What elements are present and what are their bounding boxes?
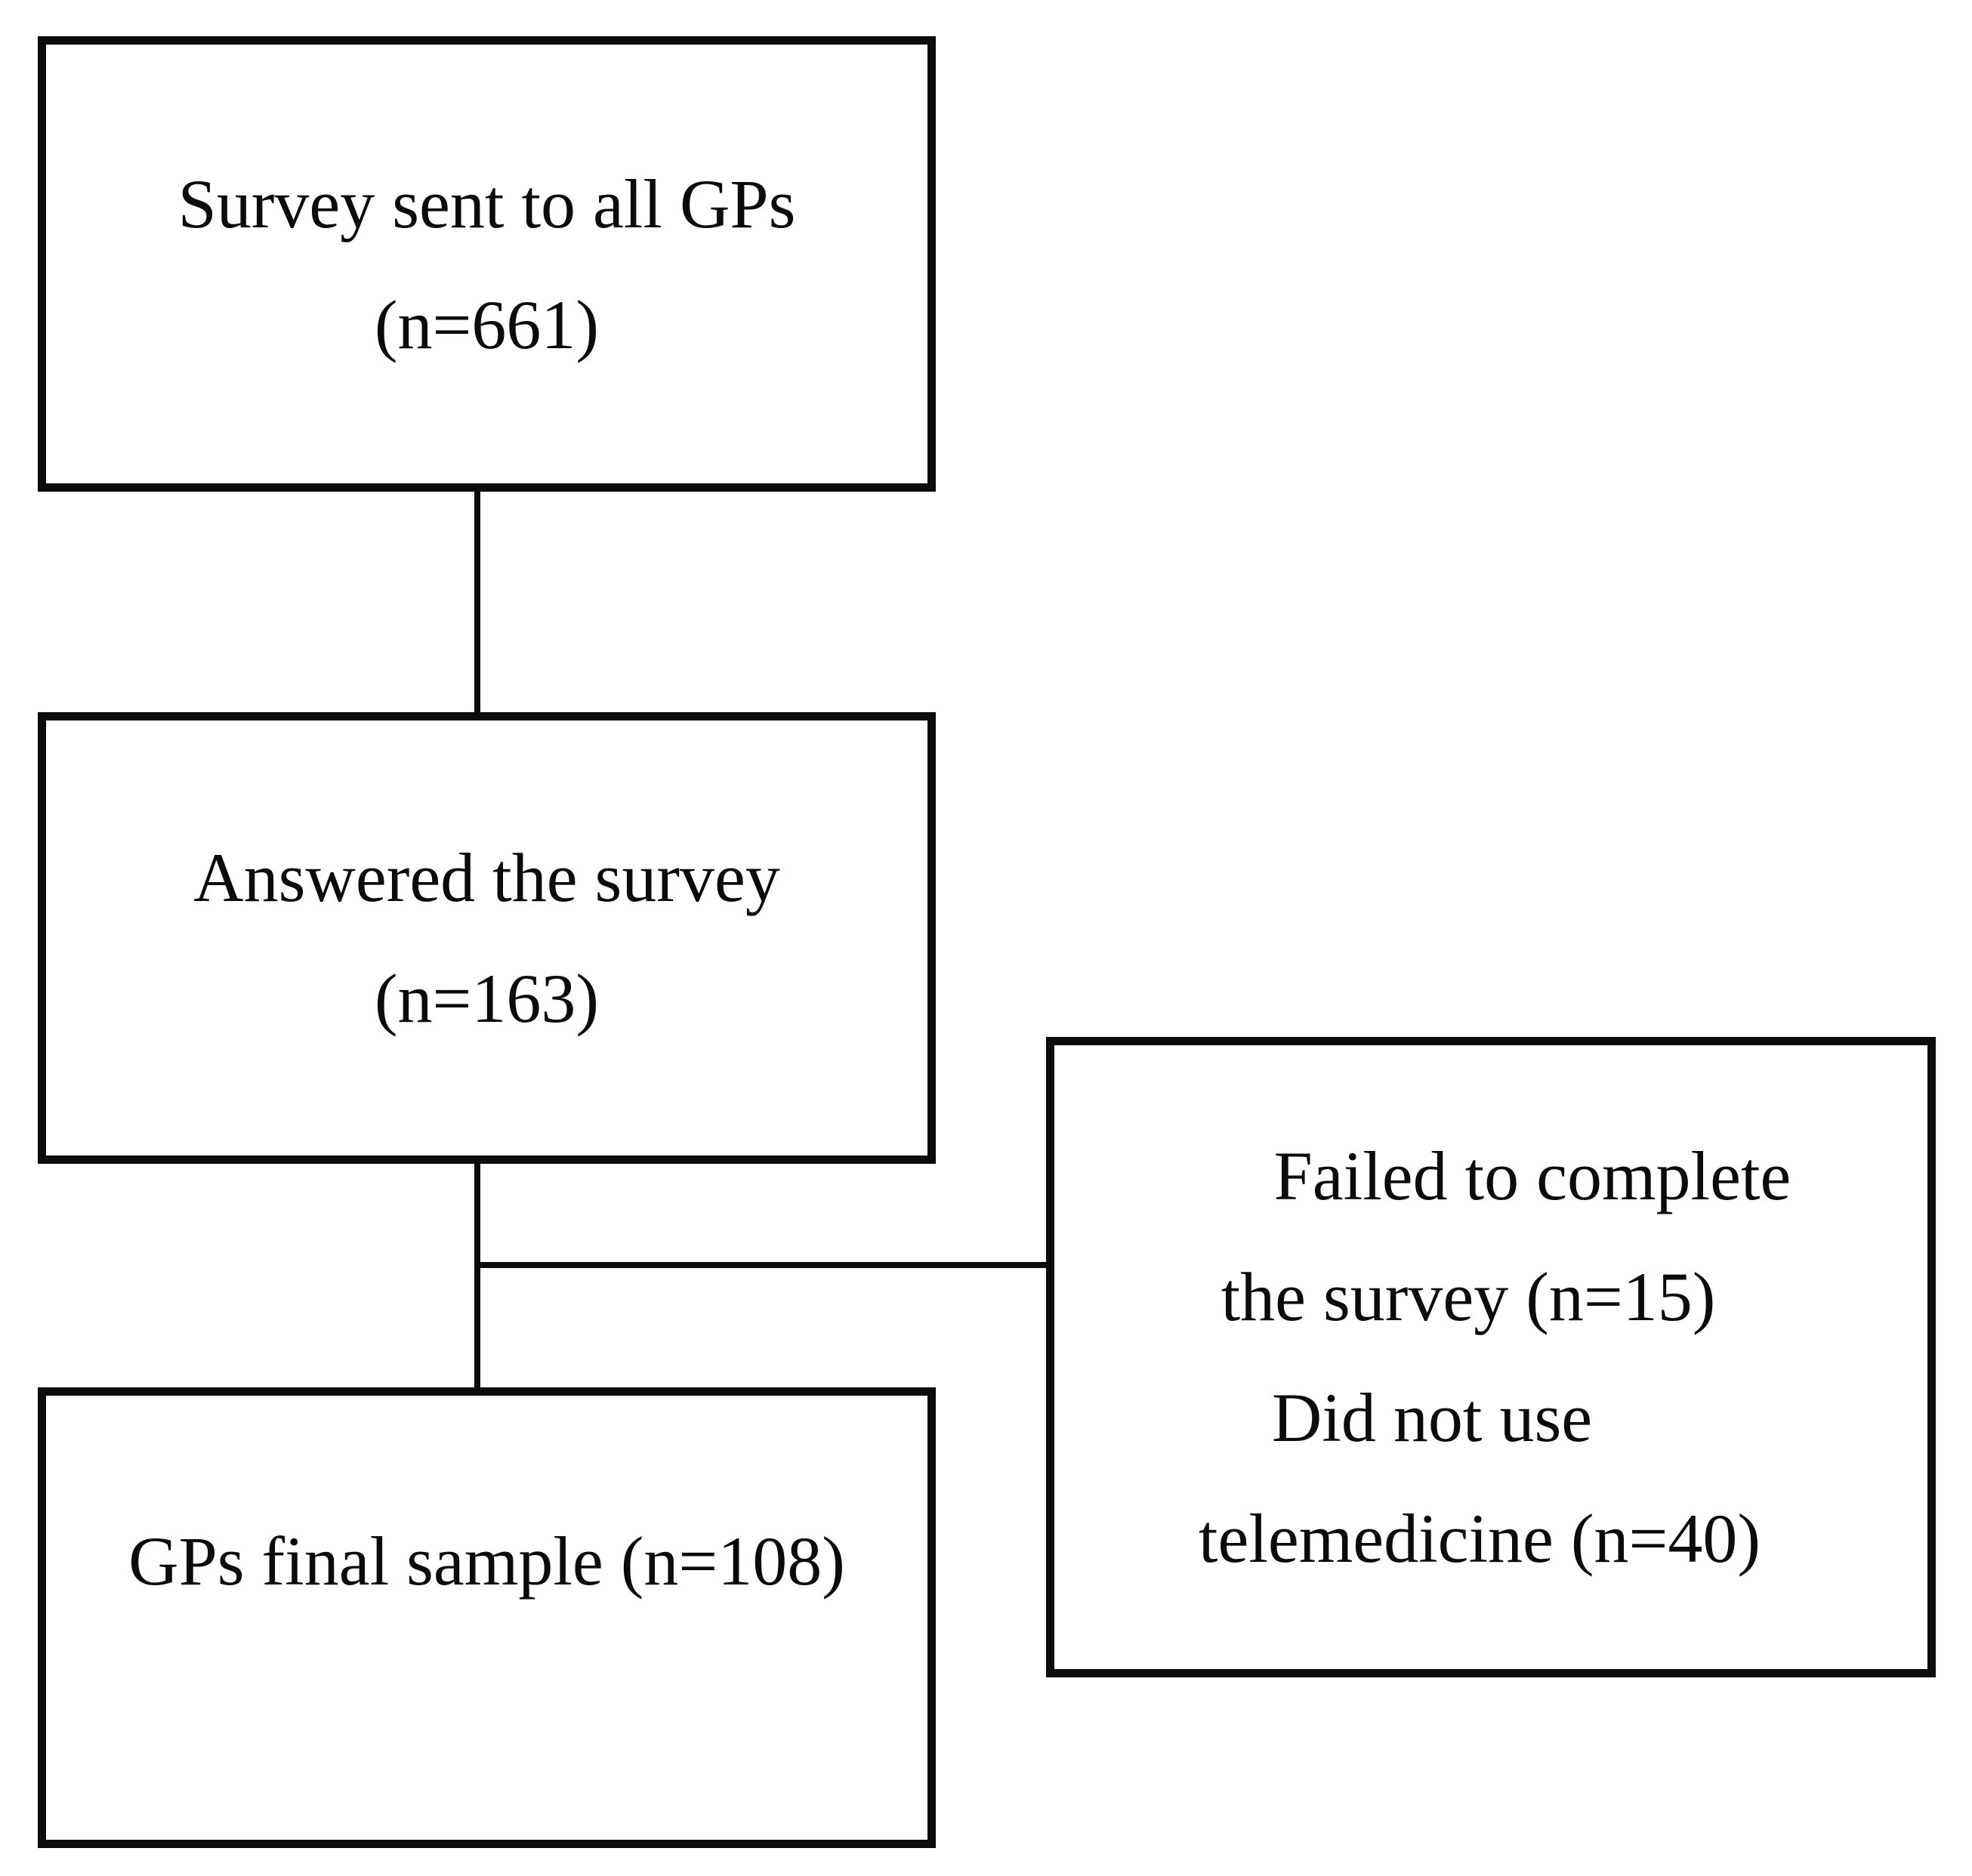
- answered-label: Answered the survey: [193, 839, 780, 916]
- answered-count: (n=163): [374, 960, 600, 1037]
- excluded-line-2: the survey (n=15): [1221, 1258, 1716, 1335]
- final-sample-label: GPs final sample (n=108): [128, 1523, 845, 1600]
- connector-branch-to-excluded: [477, 1262, 1048, 1268]
- excluded-line-3: Did not use: [1271, 1379, 1593, 1456]
- flow-box-answered-survey: Answered the survey (n=163): [38, 712, 936, 1164]
- connector-answered-to-final: [474, 1162, 480, 1390]
- survey-sent-count: (n=661): [374, 285, 600, 363]
- excluded-line-4: telemedicine (n=40): [1198, 1500, 1761, 1577]
- excluded-line-1: Failed to complete: [1273, 1137, 1791, 1214]
- survey-sent-label: Survey sent to all GPs: [177, 165, 796, 242]
- flow-box-final-sample: GPs final sample (n=108): [38, 1387, 936, 1848]
- flow-box-excluded: Failed to complete the survey (n=15) Did…: [1046, 1037, 1936, 1677]
- flow-box-survey-sent: Survey sent to all GPs (n=661): [38, 36, 936, 492]
- connector-survey-to-answered: [474, 491, 480, 714]
